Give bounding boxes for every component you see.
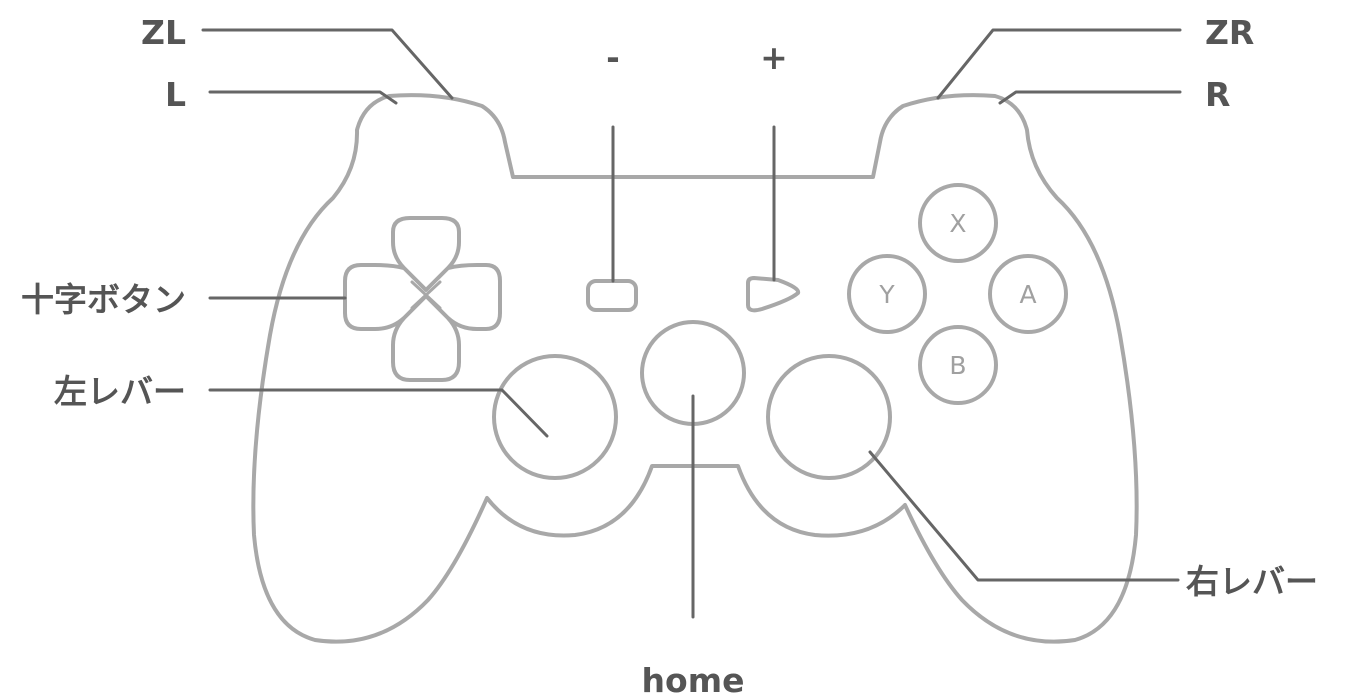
dpad-label: 十字ボタン — [21, 280, 186, 319]
plus-button — [746, 276, 801, 313]
l-label: L — [165, 75, 186, 114]
r-leader — [998, 90, 1182, 105]
zr-label: ZR — [1205, 13, 1254, 52]
right-stick-label: 右レバー — [1186, 562, 1318, 601]
right-stick — [766, 354, 892, 480]
a-button-letter: A — [1019, 280, 1036, 309]
zl-leader — [201, 28, 454, 100]
b-button-letter: B — [949, 351, 966, 380]
plus-label: + — [760, 38, 788, 77]
minus-label: - — [606, 38, 620, 77]
r-label: R — [1205, 75, 1230, 114]
x-button-letter: X — [949, 209, 966, 238]
b-button — [918, 325, 998, 405]
right-stick-leader — [868, 450, 1180, 582]
home-label: home — [642, 661, 745, 700]
dpad-center-mark — [410, 280, 442, 310]
zr-leader — [936, 28, 1182, 100]
left-stick-leader — [208, 388, 549, 438]
controller-body — [251, 93, 1139, 644]
y-button-letter: Y — [878, 280, 895, 309]
left-stick-label: 左レバー — [54, 372, 186, 411]
a-button — [988, 254, 1068, 334]
x-button — [918, 183, 998, 263]
left-stick — [492, 354, 618, 480]
y-button — [847, 254, 927, 334]
minus-button — [586, 279, 638, 312]
zl-label: ZL — [141, 13, 186, 52]
l-leader — [208, 90, 398, 105]
